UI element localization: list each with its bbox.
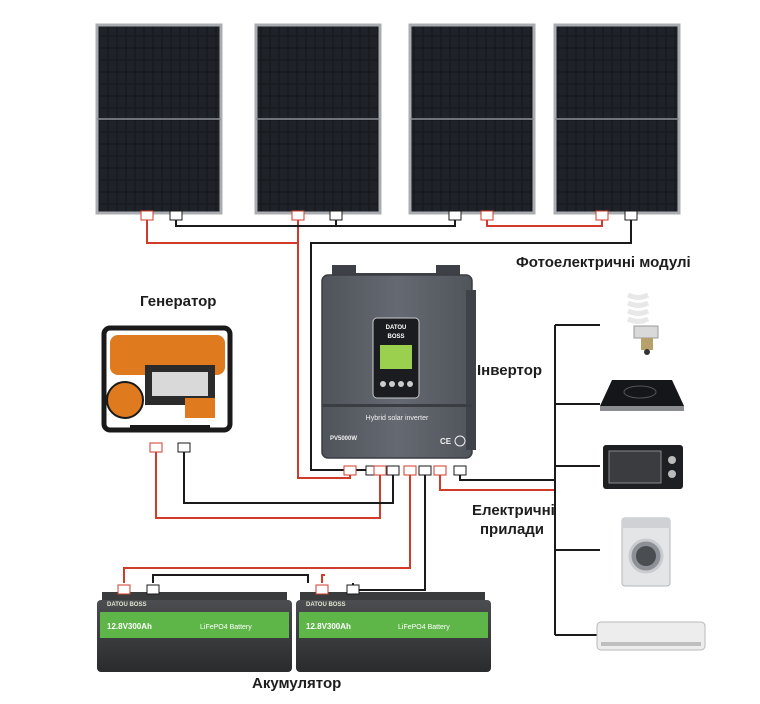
solar-panel-4: [553, 23, 681, 215]
panel-terminals: [140, 210, 638, 221]
generator-engine: [185, 398, 215, 418]
inverter-model: PV5000W: [330, 436, 357, 442]
wire-panel1-black: [175, 217, 337, 227]
cfl-bulb-icon: [626, 292, 659, 355]
wire-bat-black: [152, 574, 309, 583]
wire-bat-series-red: [321, 574, 325, 583]
wiring: [123, 217, 632, 636]
induction-cooktop-icon: [600, 380, 684, 411]
appliances: [596, 292, 706, 651]
generator-outlets: [152, 372, 208, 396]
toaster-oven-icon: [603, 445, 683, 489]
inverter-cert-icon: [454, 435, 466, 447]
pv-modules-label: Фотоелектричні модулі: [516, 254, 691, 271]
battery-2-capacity: 12.8V300Ah: [306, 622, 351, 631]
battery-2: DATOU BOSS 12.8V300Ah LiFePO4 Battery: [296, 584, 491, 672]
wire-panel3-red: [486, 217, 603, 227]
inverter-mount-bracket: [332, 265, 460, 275]
battery-1-brand: DATOU BOSS: [107, 602, 146, 608]
solar-panel-1: [95, 23, 223, 215]
wire-gen-black: [183, 448, 394, 504]
appliances-label-line1: Електричні: [472, 502, 555, 519]
wire-bat2-black: [352, 475, 426, 591]
inverter-display: [372, 317, 420, 399]
generator: [101, 325, 233, 453]
wire-ac-black: [459, 475, 555, 481]
inverter-label: Інвертор: [477, 362, 543, 379]
washing-machine-icon: [621, 517, 671, 587]
generator-recoil: [106, 381, 144, 419]
wire-gen-red: [155, 448, 381, 519]
wire-panel4-black: [310, 217, 632, 471]
battery-2-brand: DATOU BOSS: [306, 602, 345, 608]
inverter-product-name: Hybrid solar inverter: [366, 415, 429, 422]
solar-panel-3: [408, 23, 536, 215]
wire-bat-red: [123, 475, 411, 583]
solar-panels: [95, 23, 681, 221]
wire-ac-red: [439, 475, 555, 491]
inverter-terminals: [343, 465, 467, 476]
wire-panel1-red: [146, 217, 299, 244]
solar-panel-2: [254, 23, 382, 215]
air-conditioner-icon: [596, 621, 706, 651]
battery-1-capacity: 12.8V300Ah: [107, 622, 152, 631]
inverter-brand-line2: BOSS: [387, 334, 404, 340]
battery-label: Акумулятор: [252, 675, 342, 692]
inverter: DATOU BOSS Hybrid solar inverter PV5000W…: [321, 265, 476, 476]
battery-1-chemistry: LiFePO4 Battery: [200, 624, 252, 631]
inverter-cert: CE: [440, 437, 452, 446]
inverter-brand-line1: DATOU: [386, 325, 407, 331]
battery-1: DATOU BOSS 12.8V300Ah LiFePO4 Battery: [97, 584, 292, 672]
wire-panel2-black: [336, 217, 456, 227]
appliances-label-line2: прилади: [479, 521, 545, 538]
generator-label: Генератор: [140, 293, 217, 310]
battery-2-chemistry: LiFePO4 Battery: [398, 624, 450, 631]
